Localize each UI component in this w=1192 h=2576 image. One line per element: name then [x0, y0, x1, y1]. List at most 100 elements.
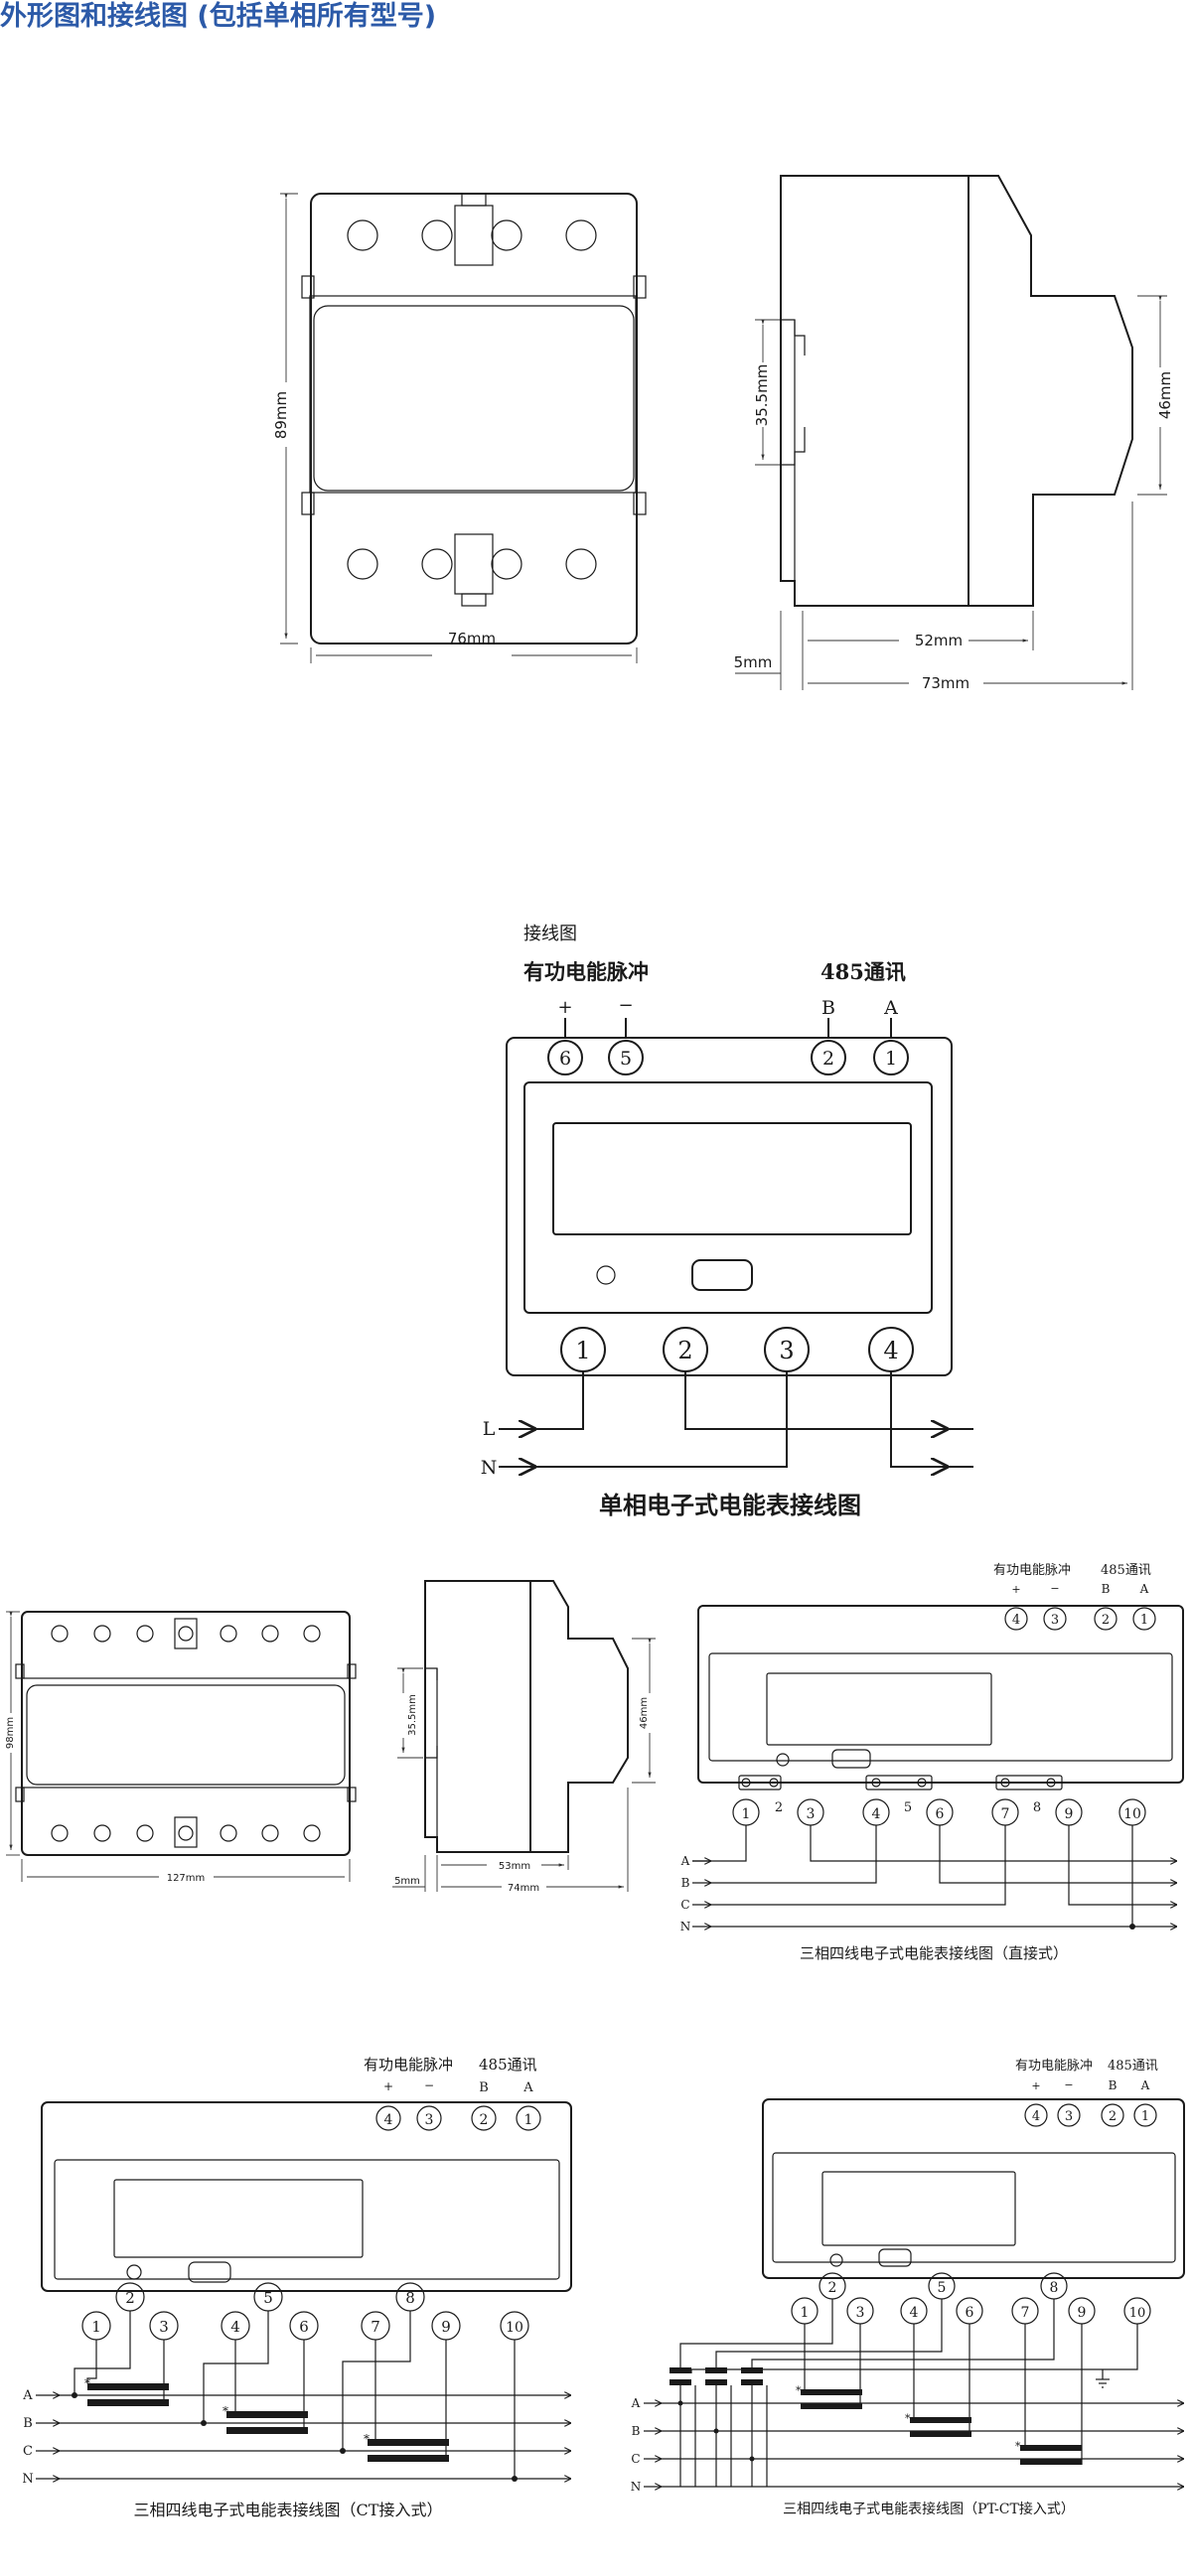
single-top-terminal-2: 2 — [811, 1040, 846, 1075]
ct-bottom-terminal-8: 8 — [405, 2289, 415, 2307]
single-bottom-terminal-3: 3 — [764, 1327, 810, 1372]
single-side-depth-total-dim: 73mm — [922, 674, 969, 692]
comm-b: B — [821, 997, 835, 1019]
svg-text:1: 1 — [575, 1337, 590, 1364]
ptct-top-terminal-1: 1 — [1141, 2109, 1149, 2124]
direct-line-a: A — [680, 1854, 690, 1868]
pulse-minus: − — [618, 995, 633, 1016]
ptct-pulse-label: 有功电能脉冲 — [1015, 2059, 1093, 2074]
ptct-line-b: B — [632, 2424, 641, 2438]
direct-pulse-label: 有功电能脉冲 — [993, 1563, 1071, 1578]
ct-bottom-terminal-1: 1 — [91, 2318, 101, 2336]
ct-line-b: B — [23, 2416, 33, 2431]
single-phase-side-view: 35.5mm 46mm 52mm 5mm 73mm — [734, 175, 1174, 692]
direct-bottom-terminal-9: 9 — [1065, 1806, 1074, 1822]
ptct-comm-a: A — [1140, 2078, 1150, 2092]
comm-label: 485通讯 — [820, 959, 906, 984]
page-title: 外形图和接线图 (包括单相所有型号) — [0, 1, 437, 32]
ptct-bottom-terminal-10: 10 — [1129, 2306, 1146, 2321]
three-front-width-dim: 127mm — [167, 1873, 206, 1884]
direct-top-terminal-4: 4 — [1012, 1613, 1020, 1628]
ct-bottom-terminal-4: 4 — [230, 2318, 240, 2336]
three-phase-front-view: 98mm 127mm — [5, 1611, 357, 1884]
three-front-height-dim: 98mm — [5, 1717, 16, 1749]
three-side-offset-dim: 5mm — [394, 1876, 420, 1887]
single-side-depth-inner-dim: 52mm — [915, 632, 963, 649]
single-top-terminal-5: 5 — [608, 1040, 644, 1075]
direct-top-terminal-3: 3 — [1051, 1613, 1059, 1628]
ptct-bottom-terminal-9: 9 — [1078, 2305, 1087, 2321]
ptct-top-terminal-4: 4 — [1032, 2109, 1040, 2124]
ct-line-c: C — [23, 2444, 33, 2459]
ct-top-terminal-2: 2 — [480, 2112, 489, 2128]
ptct-polarity-mark-a: * — [796, 2384, 802, 2397]
three-side-depth-total-dim: 74mm — [508, 1883, 539, 1894]
ct-bottom-terminal-10: 10 — [506, 2320, 523, 2336]
svg-text:6: 6 — [559, 1048, 571, 1070]
single-phase-wiring-diagram: 接线图 有功电能脉冲 485通讯 + − B A 6 5 2 1 1 2 3 4… — [481, 924, 973, 1519]
direct-line-c: C — [680, 1898, 689, 1912]
ct-top-terminal-1: 1 — [524, 2112, 533, 2128]
ct-bottom-terminal-2: 2 — [125, 2289, 135, 2307]
ptct-bottom-terminal-3: 3 — [856, 2305, 865, 2321]
ptct-pulse-plus: + — [1031, 2079, 1040, 2092]
ptct-top-terminal-2: 2 — [1109, 2109, 1117, 2124]
ct-pulse-minus: − — [424, 2078, 434, 2092]
ct-bottom-terminal-7: 7 — [371, 2318, 380, 2336]
three-phase-ct-wiring: 有功电能脉冲 485通讯 + − B A 4 3 2 1 1 2 3 4 5 6… — [22, 2056, 572, 2519]
single-wiring-caption: 单相电子式电能表接线图 — [599, 1491, 861, 1519]
svg-text:3: 3 — [779, 1337, 794, 1364]
direct-caption: 三相四线电子式电能表接线图（直接式） — [800, 1944, 1068, 1962]
three-phase-ptct-wiring: 有功电能脉冲 485通讯 + − B A 4 3 2 1 1 2 3 4 5 6… — [631, 2059, 1185, 2517]
single-bottom-terminal-2: 2 — [663, 1327, 708, 1372]
svg-text:1: 1 — [885, 1048, 897, 1070]
ct-bottom-terminal-9: 9 — [441, 2318, 451, 2336]
direct-bottom-terminal-10: 10 — [1123, 1806, 1141, 1822]
single-side-front-height-dim: 46mm — [1156, 371, 1174, 419]
single-bottom-terminal-4: 4 — [868, 1327, 914, 1372]
ct-comm-b: B — [479, 2080, 489, 2095]
ptct-comm-label: 485通讯 — [1108, 2059, 1158, 2074]
single-bottom-terminal-1: 1 — [560, 1327, 606, 1372]
ct-comm-label: 485通讯 — [479, 2056, 537, 2074]
ct-top-terminal-4: 4 — [384, 2112, 393, 2128]
direct-comm-b: B — [1102, 1582, 1111, 1596]
ptct-polarity-mark-b: * — [905, 2412, 911, 2425]
three-side-front-height-dim: 46mm — [639, 1697, 650, 1729]
direct-bottom-terminal-3: 3 — [807, 1806, 816, 1822]
ct-line-a: A — [22, 2388, 33, 2403]
pulse-label: 有功电能脉冲 — [523, 959, 649, 984]
ptct-line-a: A — [631, 2396, 641, 2410]
direct-bridge-label-2: 2 — [775, 1800, 783, 1815]
line-n-label: N — [481, 1457, 498, 1479]
direct-bridge-label-5: 5 — [904, 1800, 912, 1815]
comm-a: A — [883, 997, 898, 1019]
ptct-bottom-terminal-7: 7 — [1021, 2305, 1030, 2321]
direct-bridge-label-8: 8 — [1033, 1800, 1041, 1815]
ct-top-terminal-3: 3 — [425, 2112, 434, 2128]
direct-line-b: B — [681, 1876, 690, 1890]
ptct-polarity-mark-c: * — [1015, 2440, 1021, 2453]
ptct-caption: 三相四线电子式电能表接线图（PT-CT接入式） — [783, 2501, 1075, 2517]
ct-comm-a: A — [522, 2080, 533, 2095]
direct-pulse-minus: − — [1050, 1582, 1059, 1595]
svg-text:4: 4 — [883, 1337, 898, 1364]
ct-bottom-terminal-6: 6 — [299, 2318, 309, 2336]
pulse-plus: + — [557, 997, 572, 1018]
ct-bottom-terminal-3: 3 — [159, 2318, 169, 2336]
ct-caption: 三相四线电子式电能表接线图（CT接入式） — [134, 2501, 443, 2519]
ptct-line-c: C — [631, 2452, 640, 2466]
direct-bottom-terminal-6: 6 — [936, 1806, 945, 1822]
ptct-bottom-terminal-5: 5 — [938, 2280, 947, 2296]
single-top-terminal-6: 6 — [547, 1040, 583, 1075]
ptct-pulse-minus: − — [1064, 2078, 1073, 2091]
direct-line-n: N — [680, 1920, 691, 1933]
svg-text:2: 2 — [822, 1048, 834, 1070]
ptct-bottom-terminal-4: 4 — [910, 2305, 919, 2321]
ptct-bottom-terminal-6: 6 — [966, 2305, 974, 2321]
ptct-line-n: N — [631, 2480, 642, 2494]
ptct-bottom-terminal-1: 1 — [801, 2305, 810, 2321]
ptct-comm-b: B — [1109, 2078, 1118, 2092]
svg-text:2: 2 — [677, 1337, 692, 1364]
ptct-bottom-terminal-2: 2 — [828, 2280, 837, 2296]
